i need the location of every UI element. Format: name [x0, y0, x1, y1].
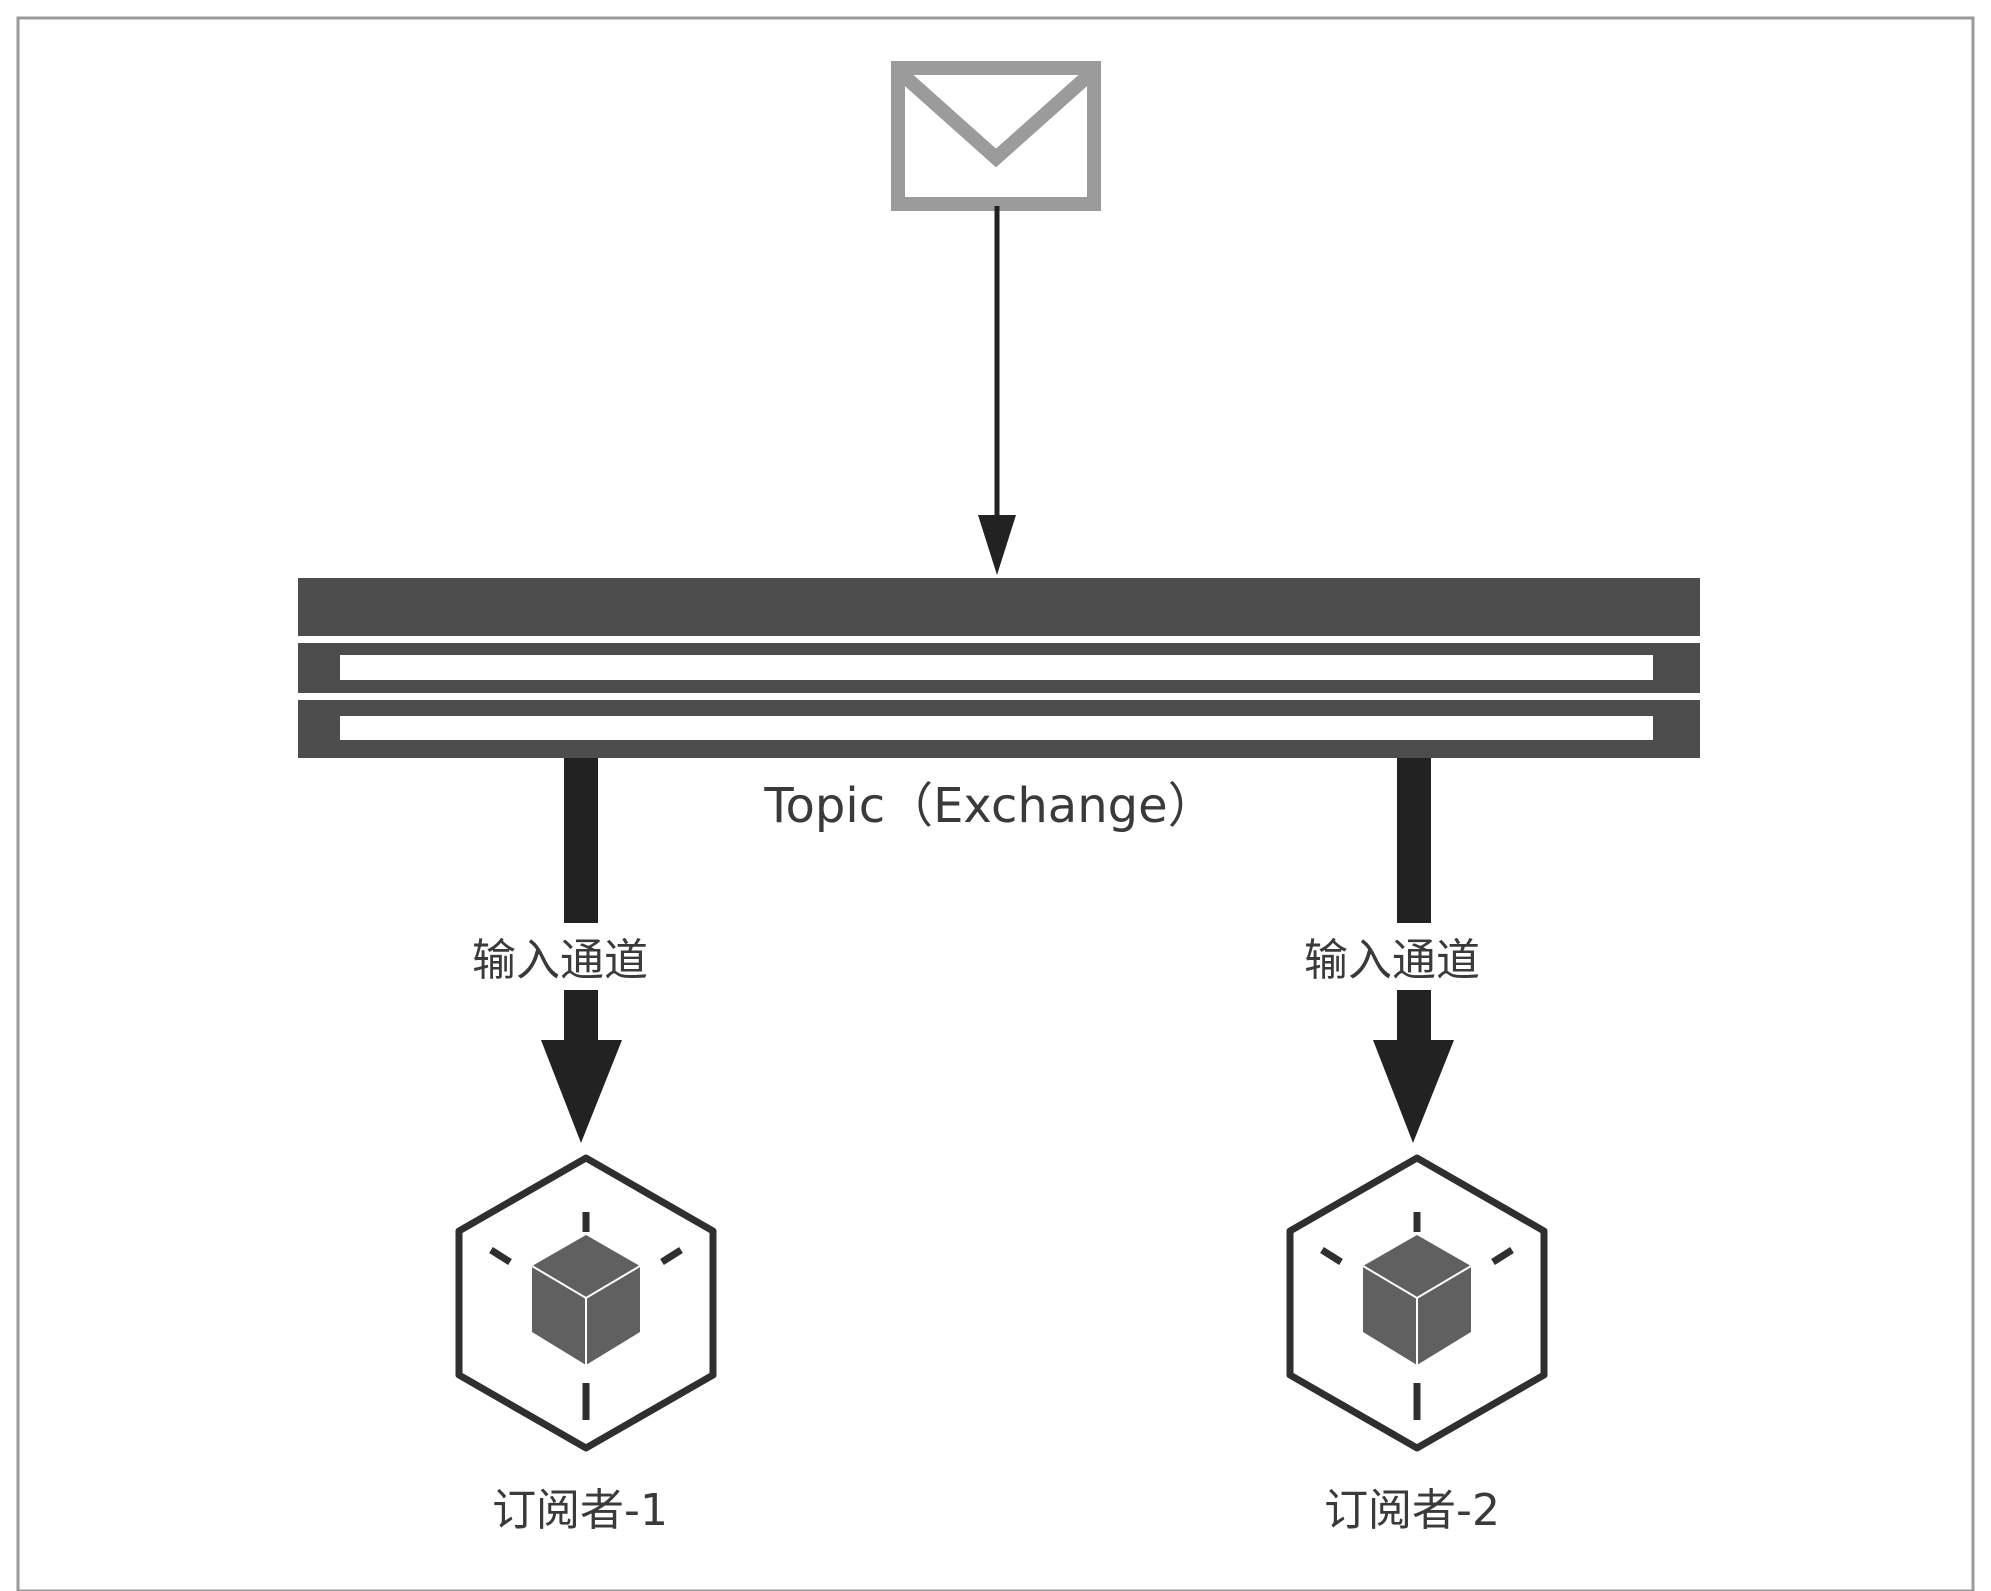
subscriber-label-1: 订阅者-1: [492, 1485, 668, 1536]
topic-exchange-bar: [298, 578, 1700, 758]
exchange-label: Topic（Exchange）: [763, 778, 1215, 834]
channel-arrow-2: [1373, 758, 1454, 1143]
diagram-frame: [16, 16, 1975, 1591]
cube-icon: [455, 1154, 717, 1452]
publish-arrow: [978, 206, 1016, 575]
subscriber-label-2: 订阅者-2: [1324, 1485, 1500, 1536]
envelope-icon: [891, 61, 1101, 211]
channel-label-1: 输入通道: [472, 935, 648, 986]
cube-icon: [1286, 1154, 1548, 1452]
channel-arrow-1: [541, 758, 622, 1143]
channel-label-2: 输入通道: [1304, 935, 1480, 986]
